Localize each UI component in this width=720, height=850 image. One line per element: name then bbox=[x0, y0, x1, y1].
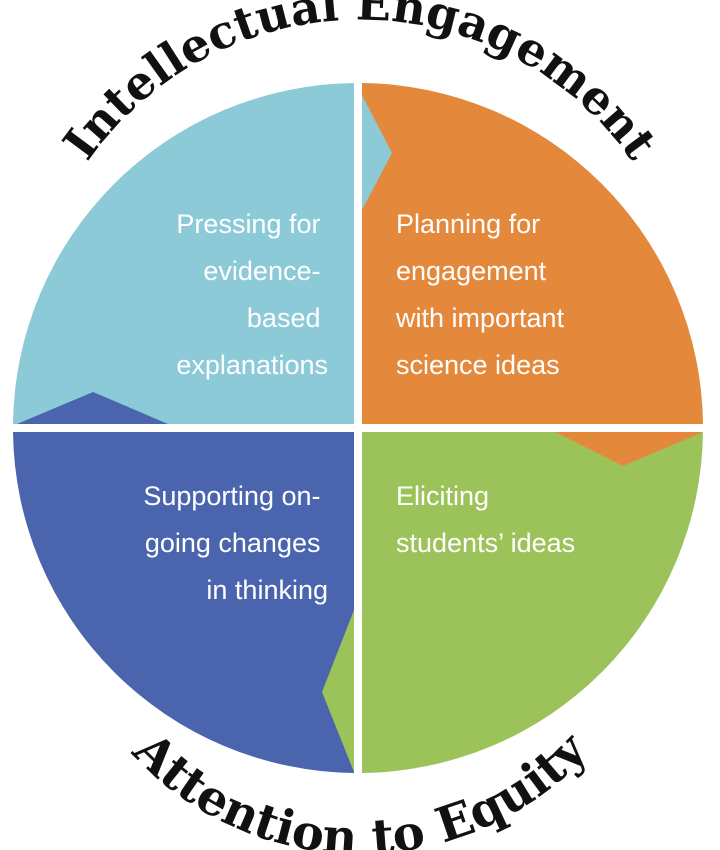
arrow-tab-top-left bbox=[17, 392, 168, 424]
quadrant-bottom-left bbox=[13, 432, 354, 773]
quadrant-top-left-text: Pressing for evidence- based explanation… bbox=[176, 209, 328, 380]
quadrant-top-right-text: Planning for engagement with important s… bbox=[395, 209, 572, 380]
arrow-tab-bottom-right bbox=[555, 432, 703, 466]
top-arc-label: Intellectual Engagement bbox=[52, 0, 668, 170]
arrow-tab-top-right bbox=[362, 95, 392, 210]
quadrant-bottom-right-text: Eliciting students’ ideas bbox=[396, 481, 575, 558]
quadrant-bottom-left-text: Supporting on- going changes in thinking bbox=[143, 481, 328, 605]
quadrant-top-right bbox=[362, 83, 703, 424]
quadrant-top-left bbox=[13, 83, 354, 424]
arrow-tab-bottom-left bbox=[322, 610, 354, 772]
bottom-arc-label: Attention to Equity bbox=[122, 721, 599, 850]
quadrant-bottom-right bbox=[362, 432, 703, 773]
